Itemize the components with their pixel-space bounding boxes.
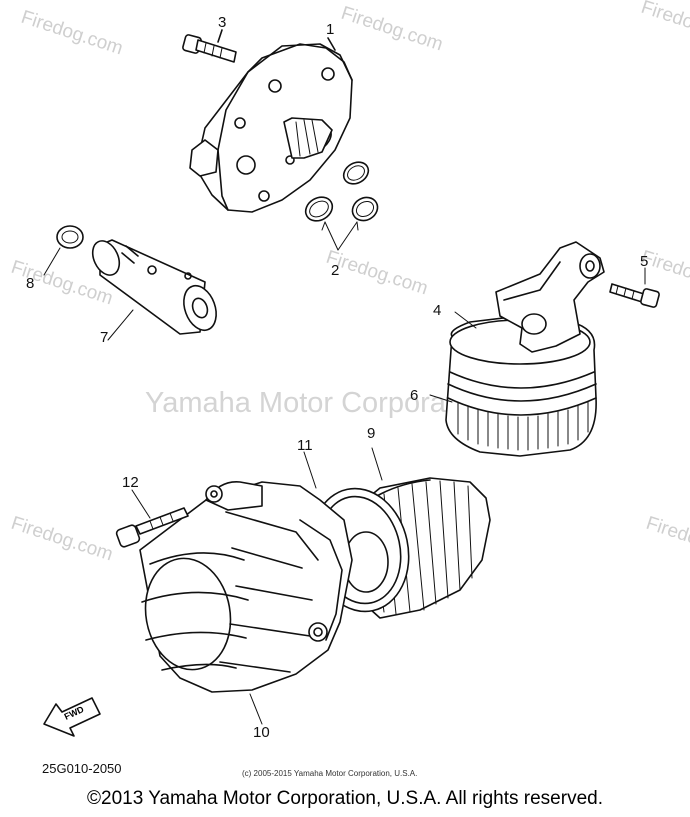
part-oil-strainer bbox=[429, 241, 605, 457]
watermark-top-left: Firedog.com bbox=[18, 7, 125, 60]
copyright-notice: ©2013 Yamaha Motor Corporation, U.S.A. A… bbox=[87, 788, 603, 809]
part-bolt-top bbox=[182, 29, 237, 63]
callout-1: 1 bbox=[326, 21, 334, 38]
callout-8: 8 bbox=[26, 275, 34, 292]
part-number: 25G010-2050 bbox=[42, 761, 122, 776]
fwd-arrow: FWD bbox=[43, 697, 101, 737]
callout-12: 12 bbox=[122, 474, 139, 491]
watermark-low-left: Firedog.com bbox=[8, 513, 115, 566]
part-bolt-right bbox=[609, 267, 660, 308]
callout-7: 7 bbox=[100, 329, 108, 346]
callout-9: 9 bbox=[367, 425, 375, 442]
callout-10: 10 bbox=[253, 724, 270, 741]
watermark-low-right: Firedog.com bbox=[643, 513, 690, 566]
callout-3: 3 bbox=[218, 14, 226, 31]
part-coupling bbox=[91, 239, 217, 341]
callout-4: 4 bbox=[433, 302, 441, 319]
callout-labels: 1 2 3 4 5 6 7 8 9 10 11 12 bbox=[26, 14, 648, 741]
part-cover-bolt bbox=[115, 489, 189, 548]
part-washer bbox=[43, 225, 84, 276]
watermark-top-right: Firedog.com bbox=[638, 0, 690, 49]
part-o-rings bbox=[304, 161, 379, 251]
part-filter-cover bbox=[139, 481, 353, 725]
callout-6: 6 bbox=[410, 387, 418, 404]
callout-5: 5 bbox=[640, 253, 648, 270]
watermark-top-center: Firedog.com bbox=[338, 3, 445, 56]
watermark-mid-center: Firedog.com bbox=[323, 247, 430, 300]
callout-11: 11 bbox=[297, 437, 313, 454]
small-copyright: (c) 2005-2015 Yamaha Motor Corporation, … bbox=[242, 769, 417, 778]
callout-2: 2 bbox=[331, 262, 339, 279]
part-oil-pump-housing bbox=[189, 37, 353, 213]
